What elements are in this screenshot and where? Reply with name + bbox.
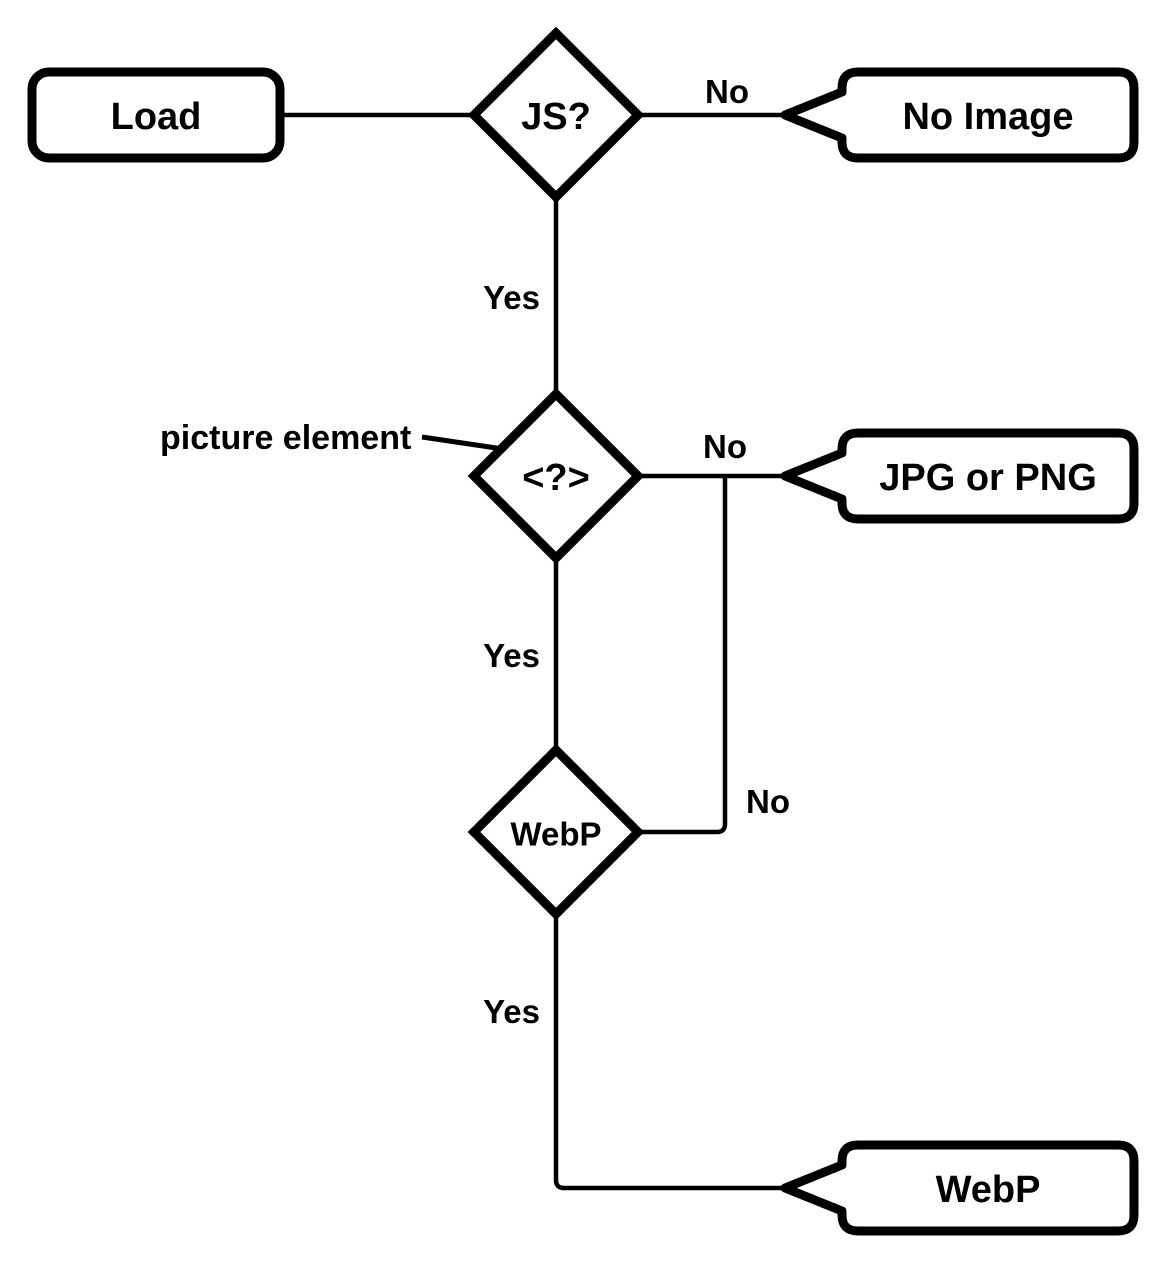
- no-image-label: No Image: [902, 96, 1073, 138]
- js-decision-label: JS?: [521, 96, 591, 138]
- webp-result-label: WebP: [936, 1169, 1041, 1211]
- picture-annotation-label: picture element: [160, 419, 411, 457]
- edge-label-webp-yes: Yes: [483, 993, 540, 1030]
- picture-decision-node: [467, 387, 645, 565]
- edge-label-picture-yes: Yes: [483, 637, 540, 674]
- load-node: [27, 67, 285, 163]
- js-decision-node: [467, 26, 645, 204]
- edge-label-picture-no: No: [703, 428, 747, 465]
- webp-decision-node: [467, 743, 645, 921]
- load-label: Load: [111, 96, 202, 138]
- no-image-node: [780, 67, 1139, 163]
- jpg-png-node: [780, 428, 1139, 524]
- edge-label-webp-no: No: [746, 783, 790, 820]
- webp-decision-label: WebP: [510, 816, 601, 853]
- webp-result-node: [780, 1140, 1139, 1236]
- edge-label-js-yes: Yes: [483, 279, 540, 316]
- edge-label-js-no: No: [705, 73, 749, 110]
- jpg-png-label: JPG or PNG: [879, 457, 1097, 499]
- picture-annotation-line: [421, 434, 504, 452]
- connector-webp-result: [553, 916, 787, 1191]
- picture-decision-label: <?>: [522, 457, 590, 499]
- connector-picture-no-branch: [640, 478, 728, 835]
